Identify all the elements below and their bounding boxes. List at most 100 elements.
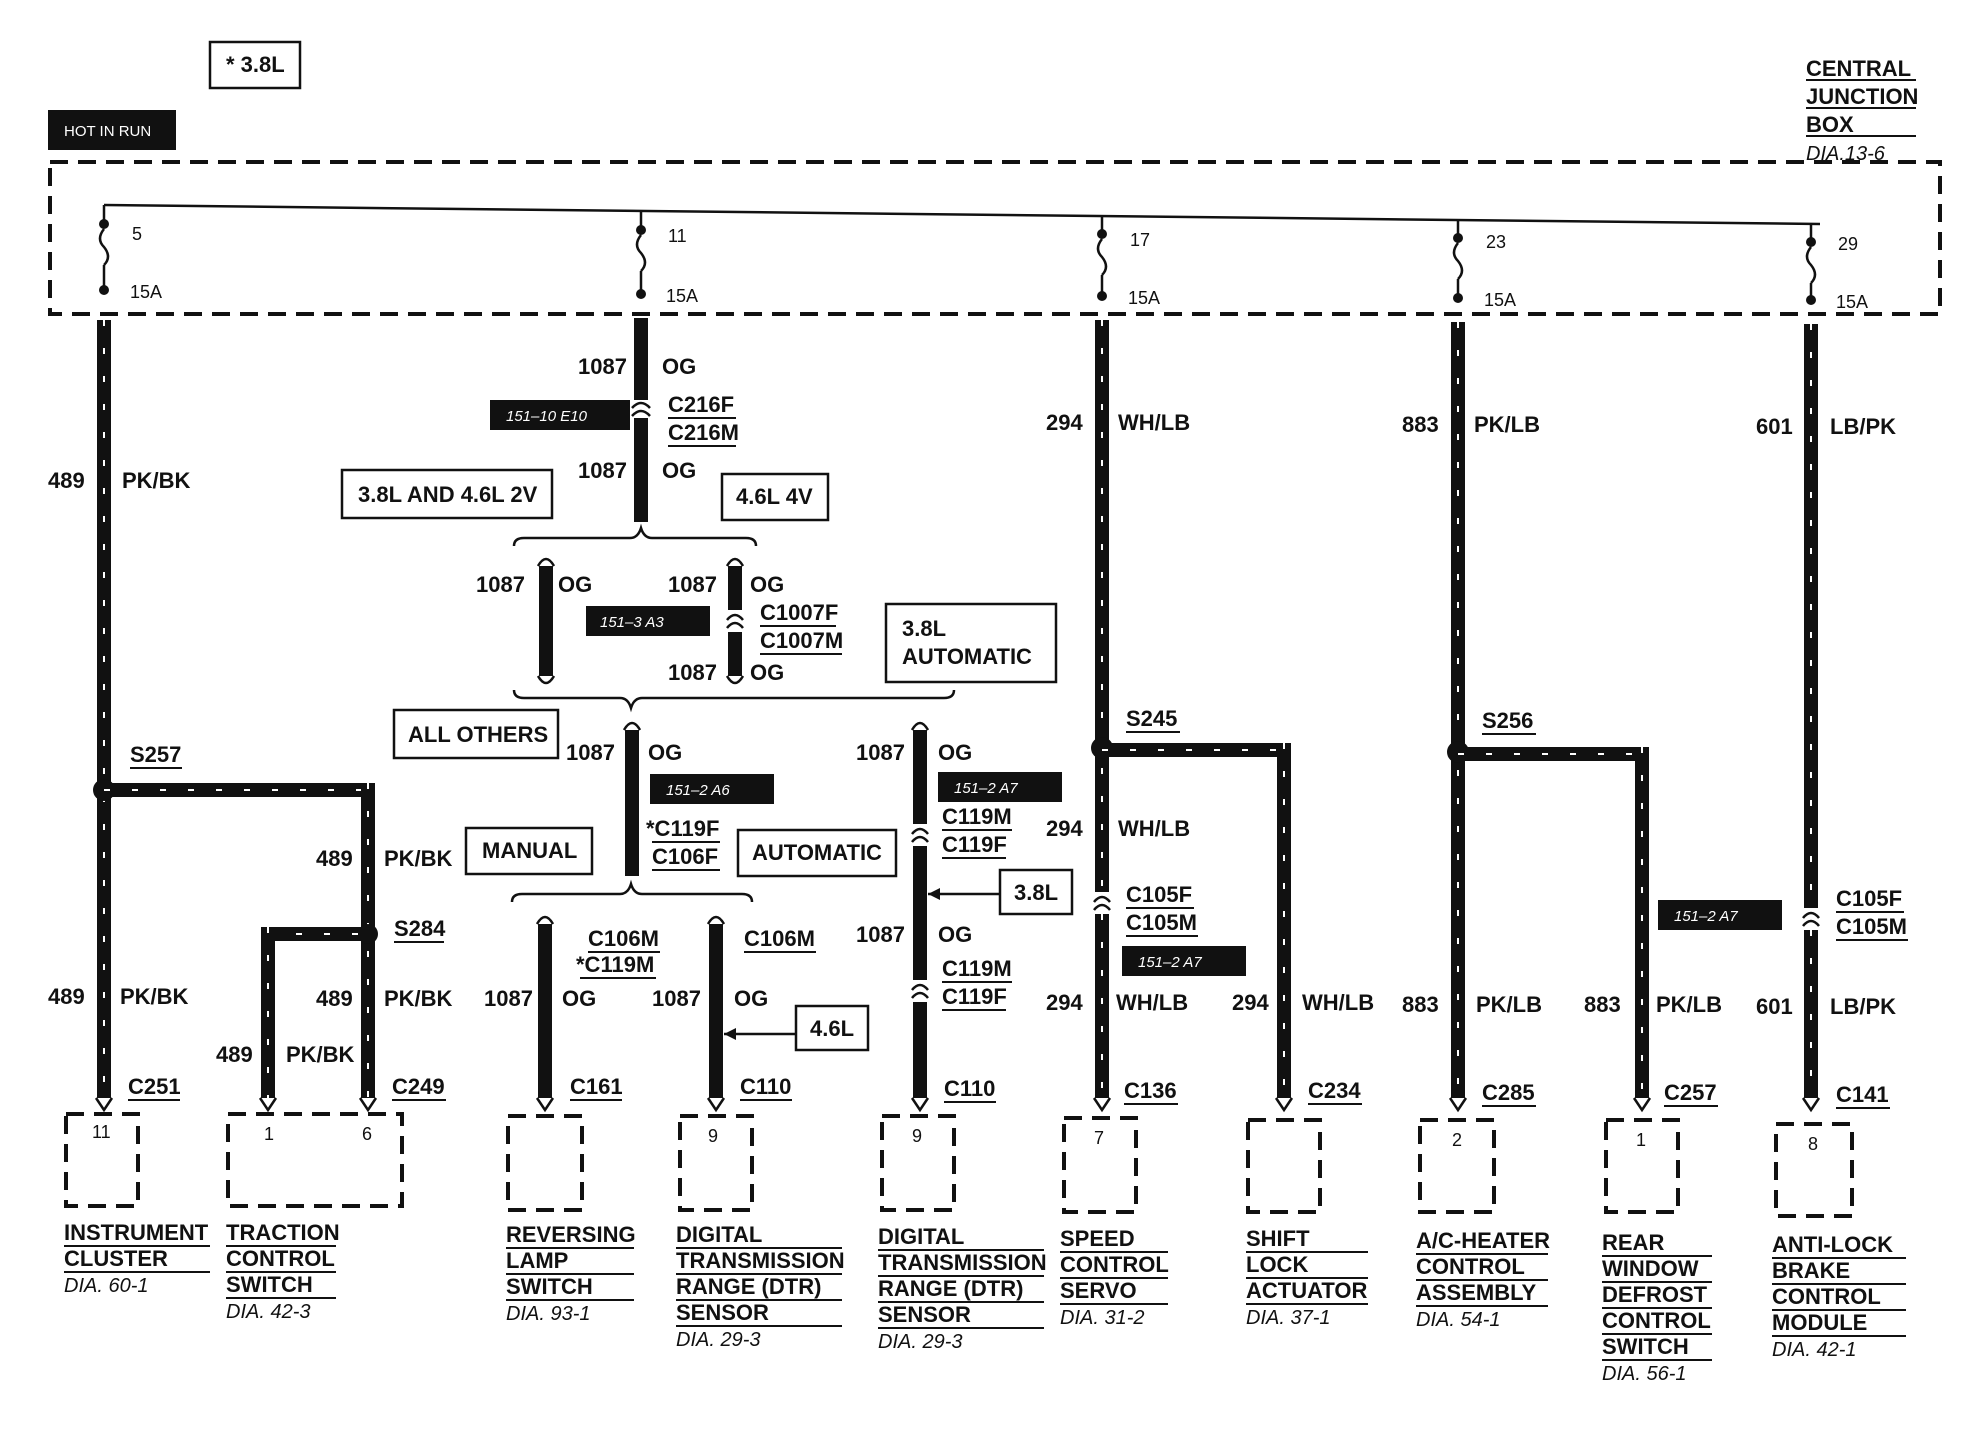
component-name: RANGE (DTR) [676,1274,821,1299]
component-name: DIGITAL [878,1224,964,1249]
connector-label: C285 [1482,1080,1535,1105]
component-name: SWITCH [1602,1334,1689,1359]
junction-line-1: CENTRAL [1806,56,1911,81]
fuse-number: 29 [1838,234,1858,254]
wire-number: 489 [316,986,353,1011]
component-name: ANTI-LOCK [1772,1232,1893,1257]
wire-color: WH/LB [1116,990,1188,1015]
wire-color: PK/BK [384,846,453,871]
option-box-38-46-2v [340,468,554,520]
diagram-ref: DIA. 29-3 [676,1329,760,1351]
diagram-ref: DIA. 93-1 [506,1303,590,1325]
component-name: DIGITAL [676,1222,762,1247]
ref-text: 151–2 A7 [1674,908,1738,925]
connector-c119m: C119M [942,804,1012,829]
diagram-ref: DIA. 60-1 [64,1275,148,1297]
wire-color: OG [750,572,784,597]
option-box-46-4v [720,472,830,522]
circuit-883: 883 PK/LB S256 151–2 A7 883 PK/LB 883 PK… [1402,322,1782,1098]
component-name: CONTROL [1416,1254,1525,1279]
circuit-1087: 1087 OG 151–10 E10 C216F C216M 1087 OG 3… [340,318,1074,1098]
ref-text: 151–3 A3 [600,614,664,631]
pin-number: 1 [1636,1130,1646,1150]
component-speed-control-servo: C136 7 SPEED CONTROL SERVO DIA. 31-2 [1060,1078,1178,1329]
option-text: 3.8L AND 4.6L 2V [358,482,538,507]
component-name: CONTROL [1602,1308,1711,1333]
connector-c105f: C105F [1836,886,1902,911]
wire-number: 883 [1402,992,1439,1017]
connector-c216f: C216F [668,392,734,417]
fuse-rating: 15A [1128,288,1160,308]
pin-number: 1 [264,1124,274,1144]
ref-151-2-a6 [650,774,774,804]
component-name: ASSEMBLY [1416,1280,1537,1305]
splice-label: S284 [394,916,446,941]
diagram-ref: DIA. 54-1 [1416,1309,1500,1331]
wire-color: OG [734,986,768,1011]
junction-ref: DIA.13-6 [1806,143,1886,165]
wire-number: 1087 [566,740,615,765]
component-name: WINDOW [1602,1256,1699,1281]
engine-note: * 3.8L [208,40,302,90]
wire-number: 601 [1756,994,1793,1019]
wire-color: OG [558,572,592,597]
wire-color: OG [938,922,972,947]
connector-c105m: C105M [1126,910,1197,935]
wire-number: 1087 [668,572,717,597]
wire-color: PK/LB [1476,992,1542,1017]
connector-label: C141 [1836,1082,1889,1107]
wire-color: WH/LB [1118,410,1190,435]
wire-color: PK/BK [122,468,191,493]
wire-number: 489 [48,468,85,493]
wire-color: PK/LB [1474,412,1540,437]
diagram-ref: DIA. 42-1 [1772,1339,1856,1361]
wire-number: 1087 [476,572,525,597]
wire-color: PK/BK [120,984,189,1009]
wire-color: WH/LB [1118,816,1190,841]
wire-color: OG [662,458,696,483]
option-text: 4.6L 4V [736,484,813,509]
fuse-number: 5 [132,224,142,244]
option-box-46l [794,1004,870,1052]
connector-label: C251 [128,1074,181,1099]
component-name: REVERSING [506,1222,636,1247]
component-name: TRANSMISSION [878,1250,1047,1275]
option-text: AUTOMATIC [902,644,1032,669]
ref-151-3 [586,606,710,636]
wire-number: 883 [1584,992,1621,1017]
component-name: CLUSTER [64,1246,168,1271]
wire-number: 1087 [856,922,905,947]
connector-label: C234 [1308,1078,1361,1103]
wire-number: 1087 [856,740,905,765]
component-name: SERVO [1060,1278,1137,1303]
component-name: DEFROST [1602,1282,1708,1307]
component-name: CONTROL [226,1246,335,1271]
component-traction-control-switch: C249 1 6 TRACTION CONTROL SWITCH DIA. 42… [226,1074,446,1323]
connector-label: C110 [740,1074,791,1099]
connector-c119m: C119M [942,956,1012,981]
component-name: LOCK [1246,1252,1308,1277]
option-box-38l [998,868,1074,916]
component-name: A/C-HEATER [1416,1228,1550,1253]
option-box-all-others [392,708,560,760]
ref-text: 151–2 A6 [666,782,730,799]
ref-text: 151–2 A7 [1138,954,1202,971]
component-name: SENSOR [878,1302,971,1327]
ref-151-2-a7 [938,772,1062,802]
fuse-29: 29 15A [1805,224,1868,312]
junction-line-2: JUNCTION [1806,84,1918,109]
circuit-489: 489 PK/BK S257 489 PK/BK S284 489 PK/BK … [48,320,453,1098]
fuse-23: 23 15A [1452,219,1516,310]
diagram-ref: DIA. 37-1 [1246,1307,1330,1329]
connector-c106f: C106F [652,844,718,869]
fuse-11: 11 15A [635,210,698,306]
component-rear-defrost-switch: C257 1 REAR WINDOW DEFROST CONTROL SWITC… [1602,1080,1718,1385]
wire-number: 1087 [652,986,701,1011]
pin-number: 6 [362,1124,372,1144]
diagram-ref: DIA. 42-3 [226,1301,310,1323]
wire-color: PK/BK [286,1042,355,1067]
fuse-number: 11 [668,226,687,246]
connector-label: C257 [1664,1080,1717,1105]
fuse-rating: 15A [1836,292,1868,312]
